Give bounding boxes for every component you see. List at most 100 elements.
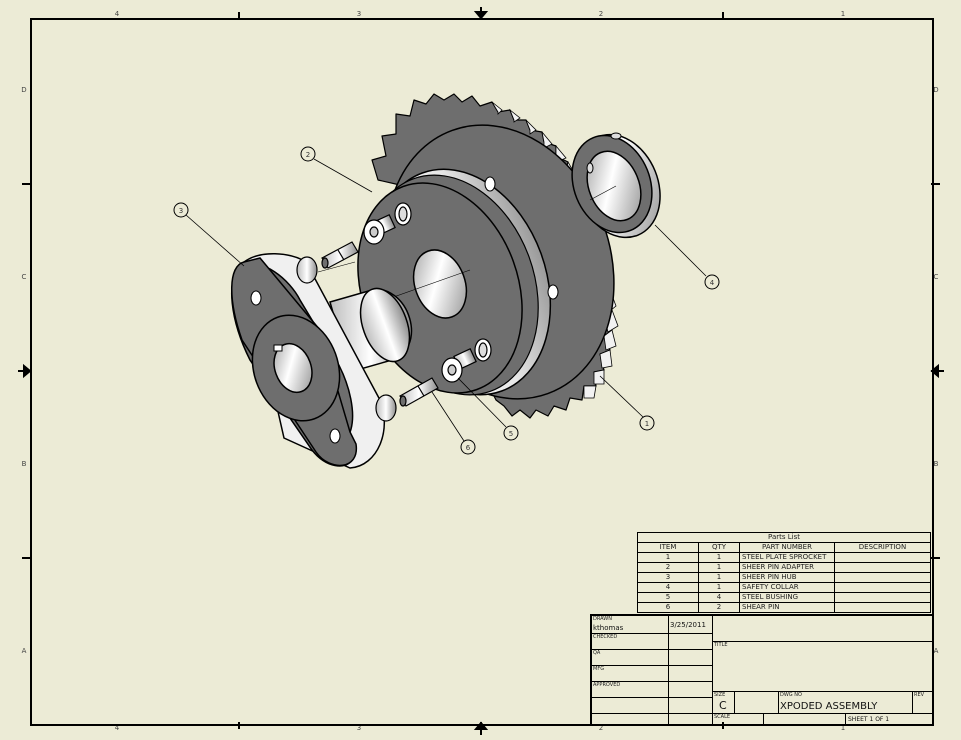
company-cell (713, 616, 934, 642)
rev-cell: REV (913, 692, 934, 714)
part-number-cell: STEEL BUSHING (739, 592, 835, 603)
balloon-3: 3 (173, 202, 189, 218)
description-cell (834, 572, 931, 583)
dwg-no-cell: DWG NO XPODED ASSEMBLY (779, 692, 913, 714)
zone-label-top-1: 1 (840, 10, 846, 18)
item-cell: 4 (637, 582, 699, 593)
column-header-description: DESCRIPTION (834, 542, 931, 553)
zone-label-left-D: D (21, 86, 27, 94)
zone-label-right-C: C (933, 273, 939, 281)
qty-cell: 2 (698, 602, 740, 613)
parts-list-title: Parts List (637, 532, 931, 543)
mfg-label: MFG (593, 666, 605, 672)
item-cell: 3 (637, 572, 699, 583)
checked-label: CHECKED (593, 634, 618, 640)
fscm-cell (735, 692, 779, 714)
item-cell: 6 (637, 602, 699, 613)
zone-label-left-A: A (21, 647, 27, 655)
balloon-5: 5 (503, 425, 519, 441)
zone-label-bottom-3: 3 (356, 724, 362, 732)
approved-date-cell (669, 682, 713, 698)
part-number-cell: SHEER PIN ADAPTER (739, 562, 835, 573)
checked-cell: CHECKED (592, 634, 669, 650)
part-number-cell: SHEAR PIN (739, 602, 835, 613)
qty-cell: 4 (698, 592, 740, 603)
drawn-label: DRAWN (593, 616, 612, 622)
svg-text:5: 5 (509, 430, 513, 438)
balloon-1: 1 (639, 415, 655, 431)
blank-date-cell-bottom (669, 714, 713, 726)
item-cell: 5 (637, 592, 699, 603)
balloon-4: 4 (704, 274, 720, 290)
part-number-cell: SHEER PIN HUB (739, 572, 835, 583)
svg-text:2: 2 (306, 151, 310, 159)
table-row: 2 1 SHEER PIN ADAPTER (637, 562, 931, 573)
table-row: 1 1 STEEL PLATE SPROCKET (637, 552, 931, 563)
zone-label-left-C: C (21, 273, 27, 281)
item-cell: 1 (637, 552, 699, 563)
description-cell (834, 602, 931, 613)
size-label: SIZE (714, 692, 726, 698)
zone-label-bottom-4: 4 (114, 724, 120, 732)
svg-text:3: 3 (179, 207, 183, 215)
svg-text:6: 6 (466, 444, 471, 452)
column-header-item: ITEM (637, 542, 699, 553)
balloon-2: 2 (300, 146, 316, 162)
zone-label-top-4: 4 (114, 10, 120, 18)
weight-cell (764, 714, 846, 726)
size-value: C (719, 699, 727, 712)
sheet-number: SHEET 1 OF 1 (848, 716, 890, 723)
drawn-by-value: kthomas (593, 624, 624, 632)
qa-cell: QA (592, 650, 669, 666)
column-header-qty: QTY (698, 542, 740, 553)
title-cell: TITLE (713, 642, 934, 692)
parts-list-header-row: ITEM QTY PART NUMBER DESCRIPTION (637, 542, 931, 553)
column-header-part-number: PART NUMBER (739, 542, 835, 553)
checked-date-cell (669, 634, 713, 650)
sheer-pin-hub-part (231, 253, 413, 469)
svg-text:1: 1 (645, 420, 649, 428)
mfg-cell: MFG (592, 666, 669, 682)
qa-label: QA (593, 650, 601, 656)
blank-date-cell (669, 698, 713, 714)
drawn-cell: DRAWN kthomas (592, 616, 669, 634)
drawn-date-cell: 3/25/2011 (669, 616, 713, 634)
safety-collar-part (571, 132, 661, 239)
sheet-cell: SHEET 1 OF 1 (846, 714, 934, 726)
description-cell (834, 592, 931, 603)
qty-cell: 1 (698, 582, 740, 593)
zone-label-top-2: 2 (598, 10, 604, 18)
dwg-no-value: XPODED ASSEMBLY (780, 701, 878, 712)
zone-label-bottom-2: 2 (598, 724, 604, 732)
centering-marks (18, 7, 944, 735)
description-cell (834, 552, 931, 563)
balloon-leaders (185, 158, 707, 442)
title-block: DRAWN kthomas 3/25/2011 CHECKED QA MFG A… (590, 614, 934, 726)
scale-cell: SCALE (713, 714, 764, 726)
shear-pin-part (321, 241, 439, 407)
rev-label: REV (914, 692, 925, 698)
description-cell (834, 582, 931, 593)
parts-list-table: Parts List ITEM QTY PART NUMBER DESCRIPT… (637, 532, 931, 613)
qty-cell: 1 (698, 552, 740, 563)
parts-list-title-row: Parts List (637, 532, 931, 543)
table-row: 3 1 SHEER PIN HUB (637, 572, 931, 583)
approved-cell: APPROVED (592, 682, 669, 698)
svg-text:4: 4 (710, 279, 715, 287)
zone-label-bottom-1: 1 (840, 724, 846, 732)
mfg-date-cell (669, 666, 713, 682)
balloon-6: 6 (460, 439, 476, 455)
approved-label: APPROVED (593, 682, 621, 688)
zone-label-top-3: 3 (356, 10, 362, 18)
blank-cell (592, 698, 669, 714)
part-number-cell: STEEL PLATE SPROCKET (739, 552, 835, 563)
scale-label: SCALE (714, 714, 731, 720)
table-row: 5 4 STEEL BUSHING (637, 592, 931, 603)
table-row: 4 1 SAFETY COLLAR (637, 582, 931, 593)
drawn-date-value: 3/25/2011 (670, 621, 706, 629)
qty-cell: 1 (698, 572, 740, 583)
dwg-no-label: DWG NO (780, 692, 802, 698)
zone-label-left-B: B (21, 460, 27, 468)
